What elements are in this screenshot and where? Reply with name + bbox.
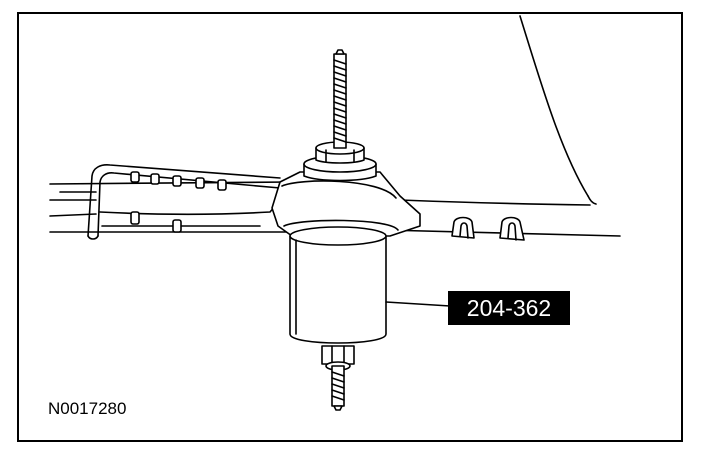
callout-label: 204-362 bbox=[467, 295, 551, 321]
rail-clips bbox=[451, 216, 525, 241]
figure-frame bbox=[17, 12, 683, 442]
callout-leader-line bbox=[385, 301, 451, 307]
tool-callout: 204-362 bbox=[448, 291, 570, 325]
threaded-rod-top bbox=[333, 49, 347, 149]
lower-nut-assembly bbox=[321, 345, 355, 411]
wheel-arch-outline bbox=[519, 15, 589, 197]
callout-box bbox=[448, 291, 570, 325]
special-tool-cylinder bbox=[289, 226, 387, 344]
figure-id: N0017280 bbox=[48, 399, 126, 418]
wheel-arch-inner bbox=[587, 195, 597, 205]
bracket-arm bbox=[87, 164, 283, 240]
